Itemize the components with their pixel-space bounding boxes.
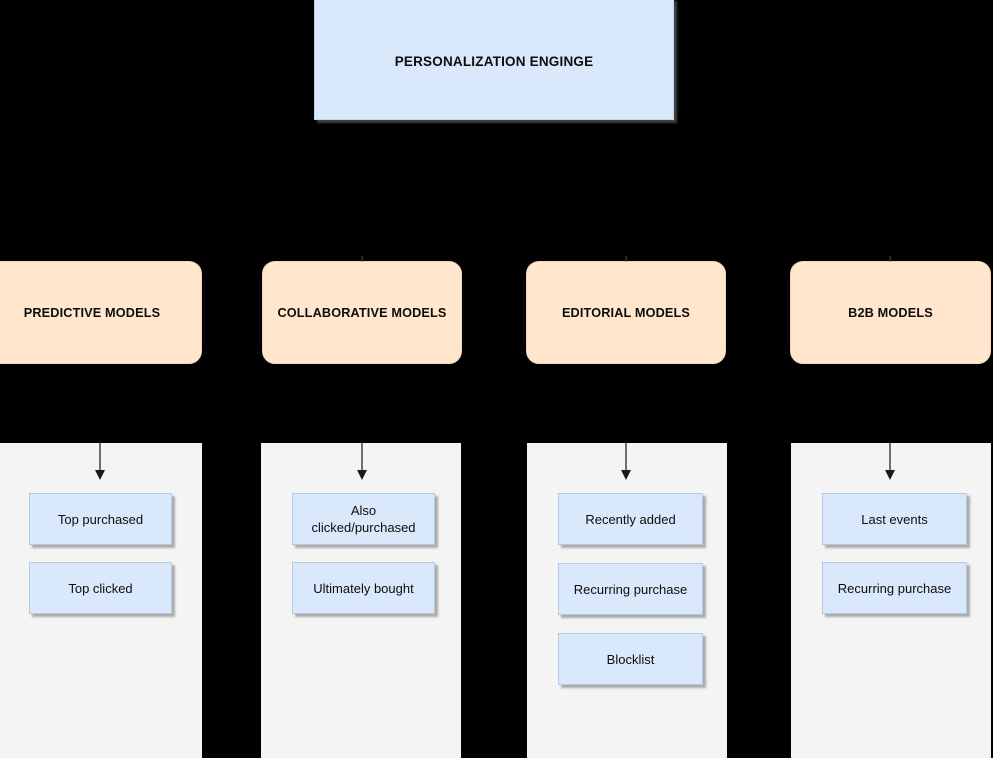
item-label: Recently added	[585, 511, 676, 527]
item-box[interactable]: Also clicked/purchased	[292, 493, 435, 545]
personalization-engine-label: PERSONALIZATION ENGINGE	[394, 53, 594, 69]
model-node-label: EDITORIAL MODELS	[561, 305, 691, 320]
model-node-label: COLLABORATIVE MODELS	[277, 305, 447, 320]
model-node-editorial[interactable]: EDITORIAL MODELS	[526, 261, 726, 364]
down-arrow-icon	[356, 443, 368, 483]
item-box[interactable]: Top purchased	[29, 493, 172, 545]
model-node-b2b[interactable]: B2B MODELS	[790, 261, 991, 364]
item-box[interactable]: Last events	[822, 493, 967, 545]
down-arrow-icon	[884, 443, 896, 483]
item-box[interactable]: Top clicked	[29, 562, 172, 614]
item-label: Ultimately bought	[313, 580, 414, 596]
item-label: Top purchased	[57, 511, 144, 527]
item-label: Recurring purchase	[837, 580, 952, 596]
item-box[interactable]: Blocklist	[558, 633, 703, 685]
connector-stub-collaborative	[361, 256, 363, 262]
model-node-predictive[interactable]: PREDICTIVE MODELS	[0, 261, 202, 364]
item-box[interactable]: Recently added	[558, 493, 703, 545]
group-panel-predictive: Top purchased Top clicked	[0, 443, 202, 758]
connector-stub-editorial	[625, 256, 627, 262]
item-label: Recurring purchase	[573, 581, 688, 597]
item-label: Top clicked	[68, 580, 133, 596]
model-node-collaborative[interactable]: COLLABORATIVE MODELS	[262, 261, 462, 364]
item-label: Last events	[861, 511, 928, 527]
item-box[interactable]: Recurring purchase	[822, 562, 967, 614]
personalization-engine-node[interactable]: PERSONALIZATION ENGINGE	[314, 0, 674, 120]
item-box[interactable]: Ultimately bought	[292, 562, 435, 614]
group-panel-editorial: Recently added Recurring purchase Blockl…	[527, 443, 727, 758]
group-panel-b2b: Last events Recurring purchase	[791, 443, 991, 758]
down-arrow-icon	[94, 443, 106, 483]
item-label: Also clicked/purchased	[311, 503, 416, 535]
down-arrow-icon	[620, 443, 632, 483]
group-panel-collaborative: Also clicked/purchased Ultimately bought	[261, 443, 461, 758]
item-label: Blocklist	[606, 651, 655, 667]
item-box[interactable]: Recurring purchase	[558, 563, 703, 615]
model-node-label: PREDICTIVE MODELS	[23, 305, 161, 320]
connector-stub-b2b	[889, 256, 891, 262]
model-node-label: B2B MODELS	[848, 305, 933, 320]
